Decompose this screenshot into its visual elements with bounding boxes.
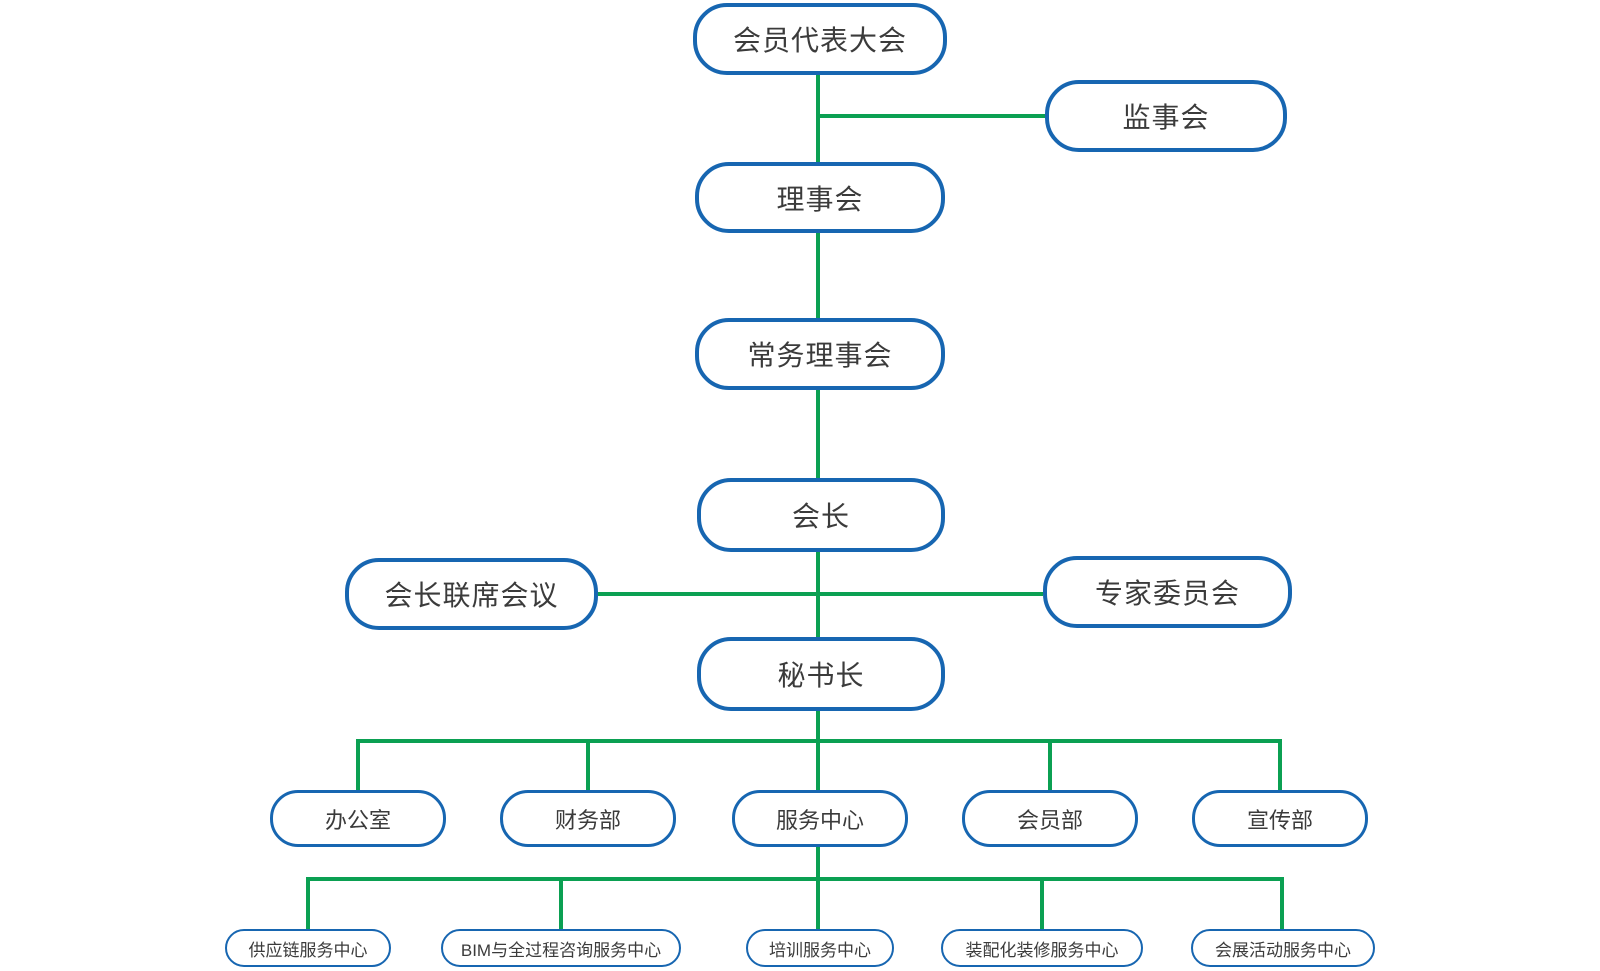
- node-president: 会长: [697, 478, 945, 552]
- node-exhibition-center: 会展活动服务中心: [1191, 929, 1375, 967]
- connector-drop-publicity: [1278, 739, 1282, 790]
- node-label: 供应链服务中心: [248, 940, 368, 960]
- connector-secretary-to-dept-bus: [816, 711, 820, 743]
- node-expert-committee: 专家委员会: [1043, 556, 1292, 628]
- node-council: 理事会: [695, 162, 945, 233]
- node-label: 财务部: [554, 807, 621, 833]
- node-label: 会员部: [1016, 807, 1083, 833]
- connector-drop-membership: [1048, 739, 1052, 790]
- connector-drop-prefab: [1040, 877, 1044, 929]
- connector-branch-supervisory-board: [816, 114, 1045, 118]
- node-label: 装配化装修服务中心: [965, 940, 1119, 960]
- node-members-assembly: 会员代表大会: [693, 3, 947, 75]
- node-bim-center: BIM与全过程咨询服务中心: [441, 929, 681, 967]
- node-label: 培训服务中心: [769, 940, 871, 960]
- node-label: 会长: [791, 501, 850, 532]
- node-label: 专家委员会: [1094, 578, 1240, 609]
- node-membership-dept: 会员部: [962, 790, 1138, 847]
- node-training-center: 培训服务中心: [746, 929, 894, 967]
- node-label: 监事会: [1122, 102, 1210, 133]
- connector-branch-expert-committee: [818, 592, 1043, 596]
- connector-drop-supply-chain: [306, 877, 310, 929]
- connector-center-bus: [306, 877, 1284, 881]
- node-supply-chain-center: 供应链服务中心: [225, 929, 391, 967]
- connector-drop-office: [356, 739, 360, 790]
- connector-drop-finance: [586, 739, 590, 790]
- node-label: 常务理事会: [747, 340, 893, 371]
- node-label: 会展活动服务中心: [1215, 940, 1351, 960]
- node-standing-council: 常务理事会: [695, 318, 945, 390]
- node-label: 会员代表大会: [732, 25, 907, 56]
- node-service-center: 服务中心: [732, 790, 908, 847]
- connector-branch-joint-meeting: [598, 592, 818, 596]
- connector-drop-service-center: [816, 739, 820, 790]
- node-supervisory-board: 监事会: [1045, 80, 1287, 152]
- node-label: 会长联席会议: [384, 580, 559, 611]
- connector-drop-exhibition: [1280, 877, 1284, 929]
- connector-standing-to-president: [816, 390, 820, 478]
- connector-members-to-council: [816, 75, 820, 162]
- connector-service-to-center-bus: [816, 847, 820, 881]
- node-publicity-dept: 宣传部: [1192, 790, 1368, 847]
- node-presidents-joint-meeting: 会长联席会议: [345, 558, 598, 630]
- node-label: BIM与全过程咨询服务中心: [460, 940, 662, 960]
- node-label: 秘书长: [777, 660, 865, 691]
- node-label: 理事会: [776, 183, 864, 215]
- node-prefab-decoration-center: 装配化装修服务中心: [941, 929, 1143, 967]
- connector-drop-bim: [559, 877, 563, 929]
- connector-drop-training: [816, 877, 820, 929]
- connector-council-to-standing: [816, 233, 820, 318]
- node-label: 办公室: [324, 807, 391, 833]
- node-office: 办公室: [270, 790, 446, 847]
- node-label: 宣传部: [1246, 807, 1313, 833]
- node-label: 服务中心: [775, 807, 864, 833]
- node-secretary-general: 秘书长: [697, 637, 945, 711]
- node-finance-dept: 财务部: [500, 790, 676, 847]
